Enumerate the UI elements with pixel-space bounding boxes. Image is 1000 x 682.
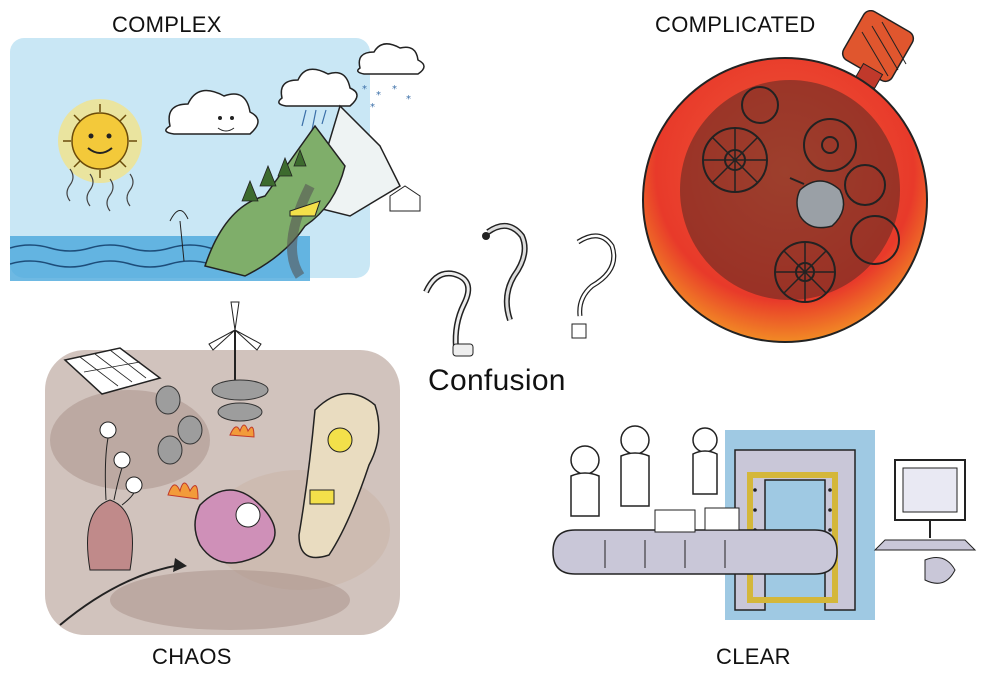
svg-text:*: * [362, 84, 367, 95]
chaos-label: CHAOS [152, 644, 232, 669]
svg-text:*: * [370, 102, 375, 113]
complex-label: COMPLEX [112, 12, 222, 37]
clear-label: CLEAR [716, 644, 791, 669]
pocket-watch-gears-icon [642, 10, 928, 343]
confusion-illustration [418, 212, 618, 362]
svg-text:*: * [392, 84, 397, 95]
complicated-illustration [640, 10, 985, 350]
svg-text:*: * [376, 90, 381, 101]
question-marks-snakes-icon [423, 223, 617, 357]
confusion-label: Confusion [428, 364, 566, 397]
chaos-scene-icon [45, 301, 400, 635]
clear-illustration [545, 420, 985, 630]
chaos-illustration [40, 300, 400, 640]
weather-landscape-icon: ***** [10, 38, 425, 281]
complex-illustration: ***** [10, 36, 430, 286]
svg-text:*: * [406, 94, 411, 105]
complicated-label: COMPLICATED [655, 12, 816, 37]
conveyor-scanner-icon [552, 425, 977, 620]
